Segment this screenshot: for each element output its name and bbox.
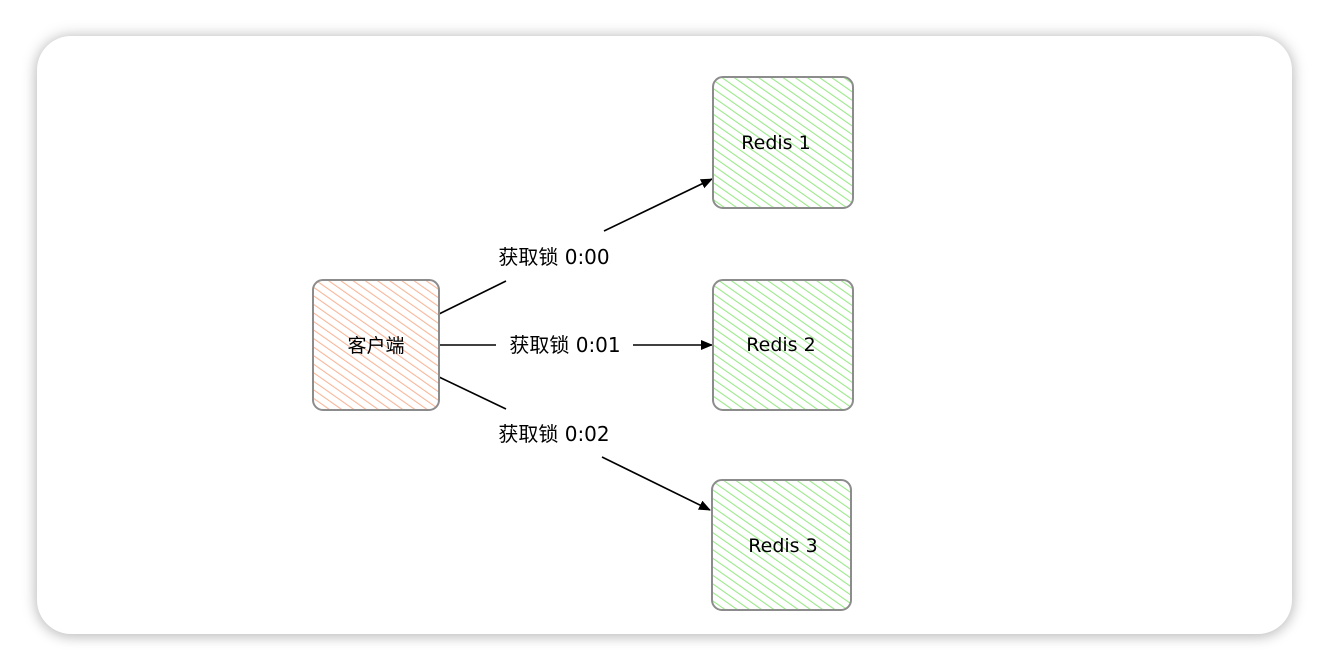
edge-1-arrow [603,178,713,232]
edge-3: 获取锁 0:02 [438,376,711,511]
redis-node-1-label: Redis 1 [741,132,810,154]
edge-1: 获取锁 0:00 [438,178,713,315]
redis-node-1: Redis 1 [712,76,854,209]
redis-node-3: Redis 3 [711,479,852,611]
redis-node-3-label: Redis 3 [748,535,817,557]
client-node: 客户端 [312,279,440,411]
redis-node-3-box [711,479,852,611]
diagram-card [37,36,1292,634]
client-node-label: 客户端 [347,335,404,357]
edge-1-line-start [438,280,507,315]
edge-3-label: 获取锁 0:02 [498,422,609,446]
edge-2: 获取锁 0:01 [439,333,713,357]
edge-2-label: 获取锁 0:01 [509,333,620,357]
redis-node-2-box [712,279,854,411]
redis-node-1-box [712,76,854,209]
edge-1-label: 获取锁 0:00 [498,245,609,269]
edge-3-line-start [438,376,507,410]
redis-node-2-label: Redis 2 [746,334,815,356]
edge-3-arrow [601,456,711,511]
redis-node-2: Redis 2 [712,279,854,411]
client-node-box [312,279,440,411]
